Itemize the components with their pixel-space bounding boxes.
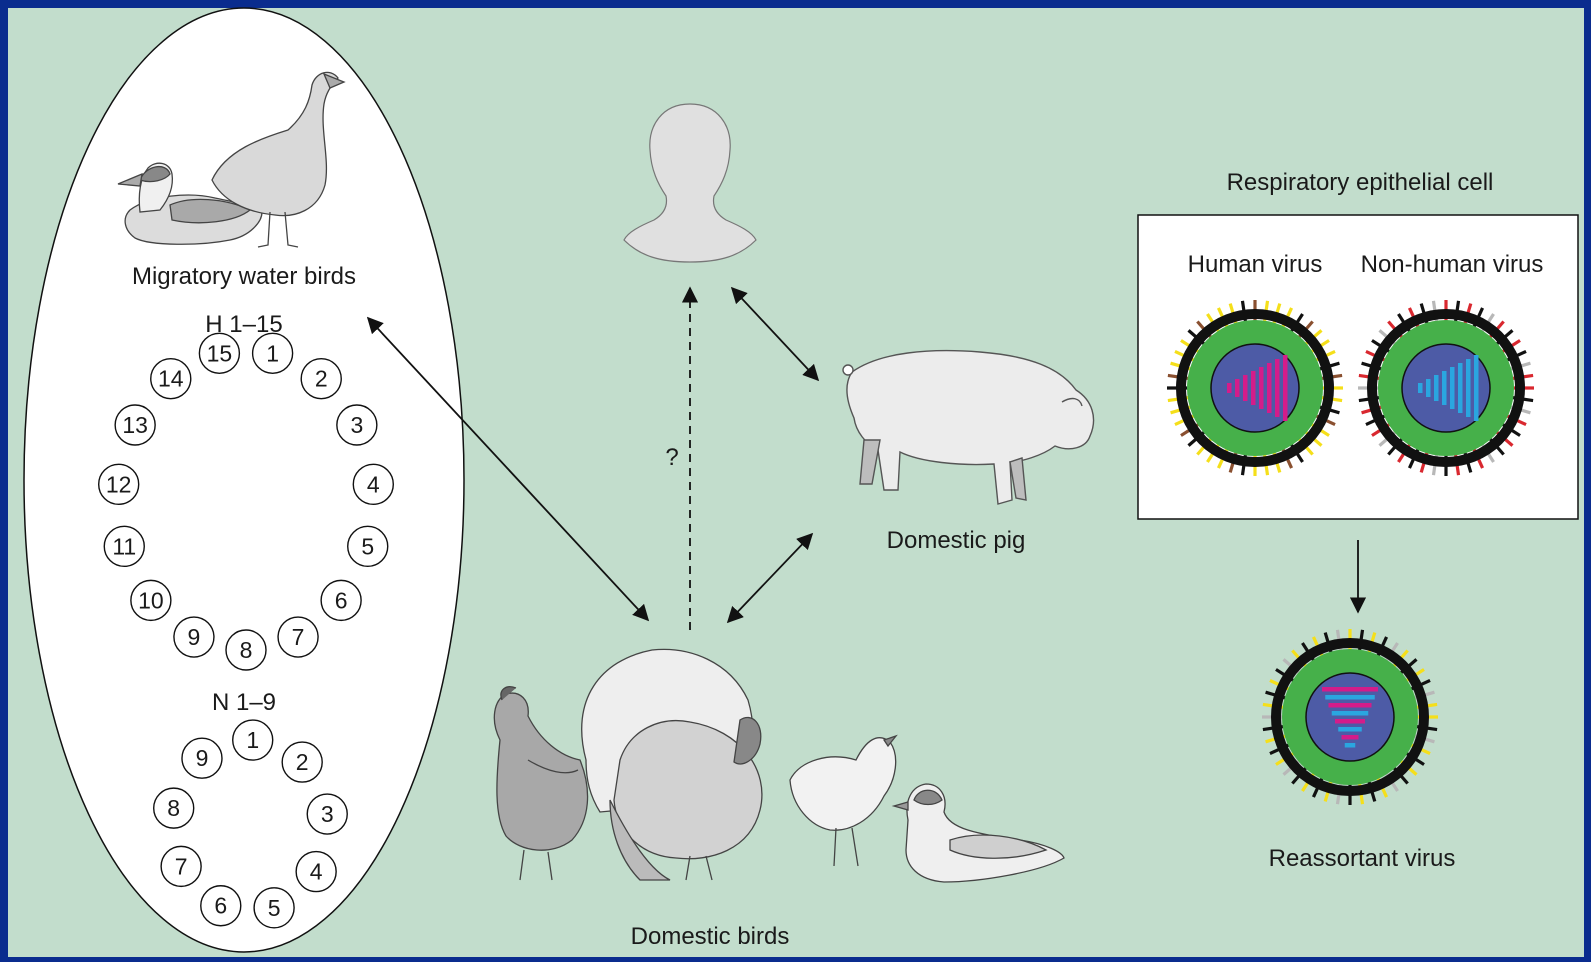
h-subtype-item: 12 [99, 464, 139, 504]
h-subtype-label: 3 [350, 412, 363, 438]
n-subtype-label: 6 [214, 893, 227, 919]
n-subtype-item: 8 [154, 788, 194, 828]
h-subtype-item: 1 [253, 333, 293, 373]
h-subtype-label: 2 [315, 366, 328, 392]
cell-title-label: Respiratory epithelial cell [1227, 169, 1494, 196]
h-subtype-label: 9 [188, 624, 201, 650]
h-subtype-item: 5 [348, 526, 388, 566]
h-subtype-label: 1 [266, 340, 279, 366]
h-subtype-item: 10 [131, 580, 171, 620]
n-subtype-label: 7 [175, 853, 188, 879]
h-subtype-item: 7 [278, 617, 318, 657]
h-subtype-label: 11 [112, 533, 136, 559]
n-subtype-item: 9 [182, 738, 222, 778]
n-subtype-item: 1 [233, 720, 273, 760]
n-subtype-label: 3 [321, 801, 334, 827]
h-subtype-label: 15 [207, 340, 233, 366]
h-subtype-label: 13 [122, 412, 148, 438]
h-subtype-label: 7 [292, 624, 305, 650]
n-subtype-item: 6 [201, 886, 241, 926]
h-subtype-item: 2 [301, 359, 341, 399]
n-subtype-label: 8 [167, 795, 180, 821]
h-subtype-item: 6 [321, 580, 361, 620]
n-subtype-label: 4 [310, 859, 323, 885]
h-subtype-label: 4 [367, 471, 380, 497]
migratory-birds-label: Migratory water birds [132, 263, 356, 290]
n-subtype-item: 4 [296, 852, 336, 892]
n-subtype-item: 5 [254, 888, 294, 928]
virus-core [1306, 673, 1394, 761]
n-subtype-item: 2 [282, 742, 322, 782]
domestic-pig-label: Domestic pig [887, 527, 1026, 554]
h-subtype-label: 5 [361, 533, 374, 559]
reassortant-virus-label: Reassortant virus [1269, 845, 1456, 872]
h-subtype-label: 8 [240, 637, 253, 663]
h-subtype-label: 14 [158, 366, 184, 392]
domestic-birds-label: Domestic birds [631, 923, 790, 950]
n-subtype-label: 9 [196, 745, 209, 771]
h-subtype-item: 8 [226, 630, 266, 670]
n-subtype-label: 2 [296, 749, 309, 775]
h-subtype-item: 11 [104, 526, 144, 566]
h-subtype-item: 9 [174, 617, 214, 657]
n-subtypes-heading: N 1–9 [212, 689, 276, 716]
h-subtype-label: 6 [335, 587, 348, 613]
h-subtype-item: 3 [337, 405, 377, 445]
human-virus-label: Human virus [1188, 251, 1323, 278]
n-subtype-label: 1 [246, 727, 259, 753]
h-subtype-item: 15 [199, 333, 239, 373]
n-subtype-label: 5 [268, 895, 281, 921]
h-subtype-label: 10 [138, 587, 164, 613]
h-subtype-item: 13 [115, 405, 155, 445]
nonhuman-virus-label: Non-human virus [1361, 251, 1544, 278]
n-subtype-item: 3 [307, 794, 347, 834]
h-subtype-item: 14 [151, 359, 191, 399]
h-subtype-label: 12 [106, 471, 132, 497]
question-mark-label: ? [665, 444, 678, 471]
h-subtype-item: 4 [353, 464, 393, 504]
n-subtype-item: 7 [161, 846, 201, 886]
